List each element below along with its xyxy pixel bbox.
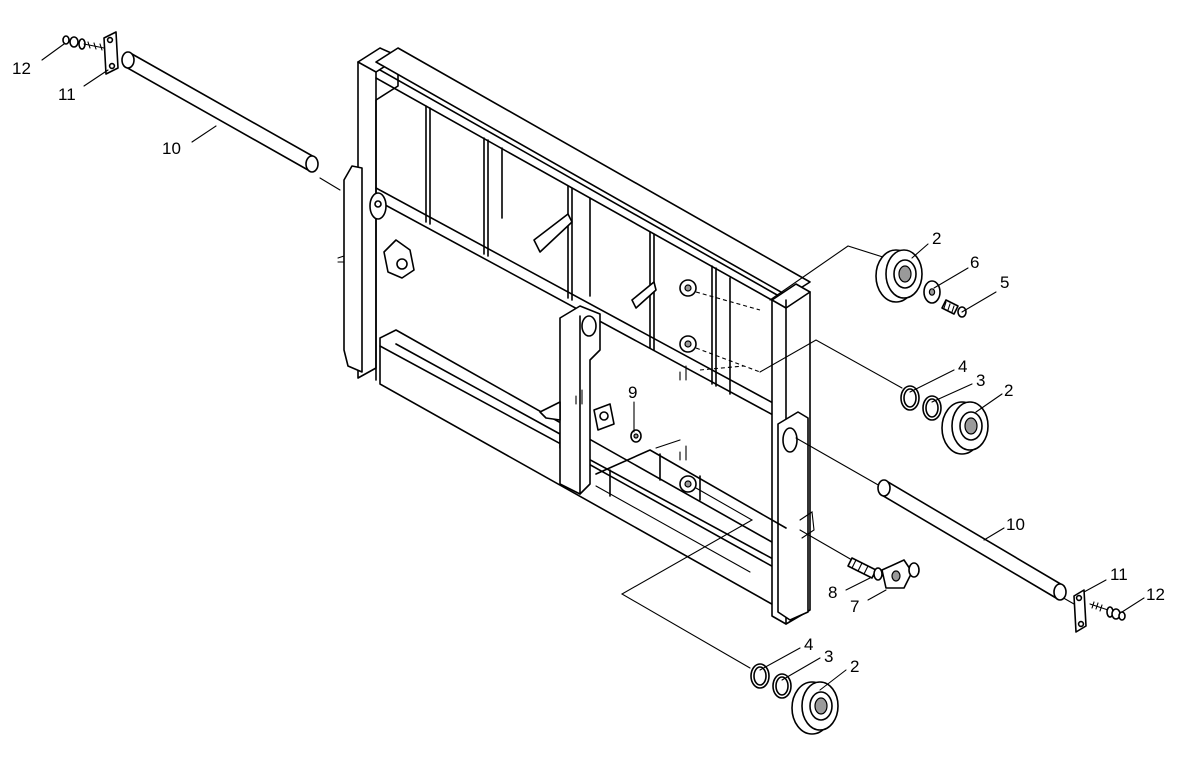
callout-2-upper: 2 xyxy=(932,229,941,248)
callout-11-lower: 11 xyxy=(1110,565,1128,584)
coupler-7 xyxy=(881,559,920,589)
callout-3-lower: 3 xyxy=(824,647,833,666)
pin-10-lower xyxy=(877,479,1067,601)
roller-2-upper xyxy=(875,249,923,303)
washer-6 xyxy=(923,280,941,304)
callout-leaders xyxy=(41,43,1145,691)
bolt-5 xyxy=(941,299,967,318)
callout-12-lower: 12 xyxy=(1146,585,1165,604)
callout-labels: 12 11 10 2 6 5 4 3 2 9 10 11 12 8 7 4 3 … xyxy=(12,59,1165,676)
bolt-12-upper xyxy=(62,35,105,51)
ring-4-lower xyxy=(750,663,770,689)
callout-10-upper: 10 xyxy=(162,139,181,158)
callout-4-lower: 4 xyxy=(804,635,813,654)
callout-10-lower: 10 xyxy=(1006,515,1025,534)
callout-2-lower: 2 xyxy=(850,657,859,676)
plate-11-lower xyxy=(1073,589,1087,633)
callout-6: 6 xyxy=(970,253,979,272)
callout-9: 9 xyxy=(628,383,637,402)
nut-9 xyxy=(630,429,642,443)
carriage-frame xyxy=(337,47,815,625)
ring-3-upper xyxy=(922,395,942,421)
callout-7: 7 xyxy=(850,597,859,616)
callout-11-upper: 11 xyxy=(58,85,76,104)
ring-4-upper xyxy=(900,385,920,411)
plate-11-upper xyxy=(103,31,119,75)
callout-12-upper: 12 xyxy=(12,59,31,78)
assembly-guide-lines xyxy=(319,177,1075,669)
callout-5: 5 xyxy=(1000,273,1009,292)
roller-2-middle xyxy=(941,401,989,455)
ring-3-lower xyxy=(772,673,792,699)
callout-8: 8 xyxy=(828,583,837,602)
callout-4-upper: 4 xyxy=(958,357,967,376)
pin-8 xyxy=(847,557,883,581)
bolt-12-lower xyxy=(1089,601,1126,621)
pin-10-upper xyxy=(121,51,319,173)
callout-2-middle: 2 xyxy=(1004,381,1013,400)
roller-2-lower xyxy=(791,681,839,735)
callout-3-upper: 3 xyxy=(976,371,985,390)
